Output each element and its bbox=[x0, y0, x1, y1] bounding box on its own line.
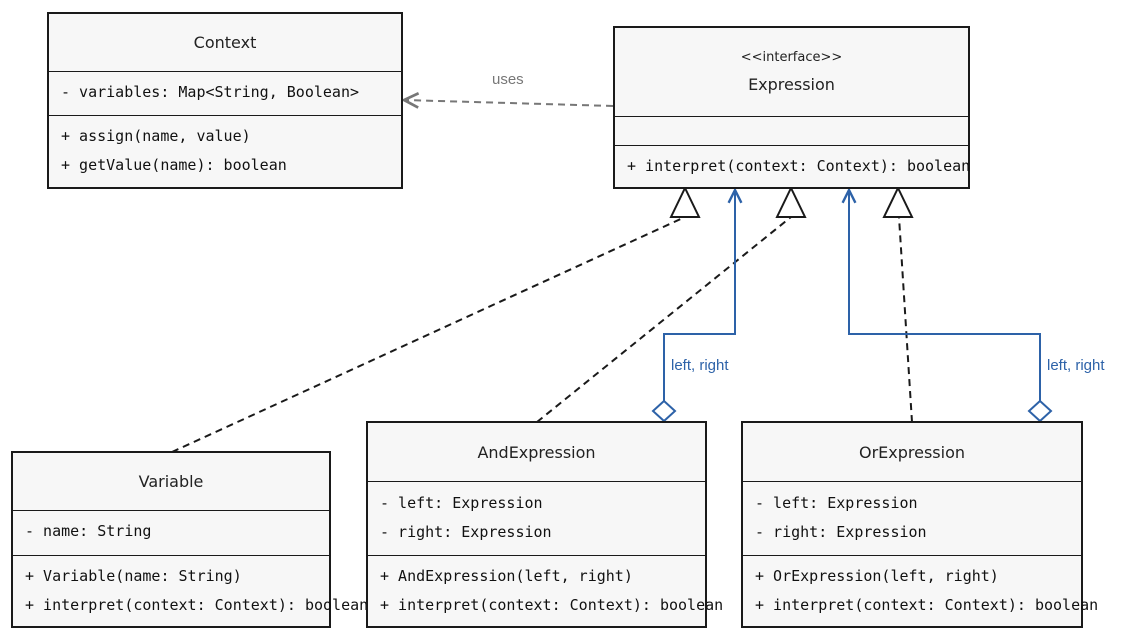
expression-attributes-section bbox=[615, 116, 968, 145]
or-realization-arrowhead bbox=[882, 185, 914, 218]
and-realization-edge bbox=[536, 216, 792, 423]
and-expression-method-interpret: + interpret(context: Context): boolean bbox=[380, 596, 724, 614]
and-expression-attributes-section: - left: Expression - right: Expression bbox=[368, 481, 705, 555]
expression-method-interpret: + interpret(context: Context): boolean bbox=[627, 157, 971, 175]
or-expression-class: OrExpression - left: Expression - right:… bbox=[741, 421, 1098, 628]
and-expression-name-section: AndExpression bbox=[368, 423, 705, 481]
uses-dependency-edge bbox=[404, 100, 614, 106]
variable-realization-arrowhead bbox=[669, 185, 701, 218]
context-attributes-section: - variables: Map<String, Boolean> bbox=[49, 71, 401, 115]
variable-attribute-name: - name: String bbox=[25, 522, 152, 540]
or-expression-method-constructor: + OrExpression(left, right) bbox=[755, 567, 999, 585]
and-realization-arrowhead bbox=[775, 185, 807, 218]
context-class: Context - variables: Map<String, Boolean… bbox=[47, 12, 403, 189]
context-method-assign: + assign(name, value) bbox=[61, 127, 251, 145]
variable-name-section: Variable bbox=[13, 453, 329, 510]
or-aggregation-label: left, right bbox=[1047, 357, 1105, 374]
and-expression-method-constructor: + AndExpression(left, right) bbox=[380, 567, 633, 585]
context-methods-section: + assign(name, value) + getValue(name): … bbox=[49, 115, 401, 187]
expression-interface: <<interface>> Expression + interpret(con… bbox=[613, 26, 970, 189]
or-aggregation-edge bbox=[849, 190, 1041, 401]
expression-stereotype: <<interface>> bbox=[740, 50, 843, 65]
variable-class: Variable - name: String + Variable(name:… bbox=[11, 451, 368, 628]
and-aggregation-edge bbox=[663, 190, 735, 401]
or-expression-method-interpret: + interpret(context: Context): boolean bbox=[755, 596, 1099, 614]
or-expression-class-name: OrExpression bbox=[858, 442, 966, 462]
context-attribute-variables: - variables: Map<String, Boolean> bbox=[61, 83, 360, 101]
or-expression-attribute-left: - left: Expression bbox=[755, 494, 918, 512]
expression-name-section: <<interface>> Expression bbox=[615, 28, 968, 116]
and-aggregation-label: left, right bbox=[671, 357, 729, 374]
variable-method-constructor: + Variable(name: String) bbox=[25, 567, 242, 585]
expression-methods-section: + interpret(context: Context): boolean bbox=[615, 145, 971, 187]
context-name-section: Context bbox=[49, 14, 401, 71]
and-expression-attribute-left: - left: Expression bbox=[380, 494, 543, 512]
expression-class-name: Expression bbox=[748, 75, 835, 94]
variable-method-interpret: + interpret(context: Context): boolean bbox=[25, 596, 369, 614]
and-expression-methods-section: + AndExpression(left, right) + interpret… bbox=[368, 555, 723, 626]
uses-label: uses bbox=[492, 71, 524, 88]
context-method-getvalue: + getValue(name): boolean bbox=[61, 156, 287, 174]
variable-realization-edge bbox=[171, 216, 686, 453]
or-realization-edge bbox=[898, 216, 913, 423]
variable-class-name: Variable bbox=[138, 472, 204, 491]
context-class-name: Context bbox=[193, 33, 257, 52]
or-expression-methods-section: + OrExpression(left, right) + interpret(… bbox=[743, 555, 1098, 626]
or-expression-attributes-section: - left: Expression - right: Expression bbox=[743, 481, 1081, 555]
or-expression-name-section: OrExpression bbox=[743, 423, 1081, 481]
and-aggregation-diamond bbox=[651, 399, 677, 423]
and-expression-class-name: AndExpression bbox=[477, 442, 596, 462]
or-expression-attribute-right: - right: Expression bbox=[755, 523, 927, 541]
or-aggregation-diamond bbox=[1027, 399, 1053, 423]
variable-methods-section: + Variable(name: String) + interpret(con… bbox=[13, 555, 368, 626]
and-expression-class: AndExpression - left: Expression - right… bbox=[366, 421, 723, 628]
variable-attributes-section: - name: String bbox=[13, 510, 329, 555]
and-expression-attribute-right: - right: Expression bbox=[380, 523, 552, 541]
